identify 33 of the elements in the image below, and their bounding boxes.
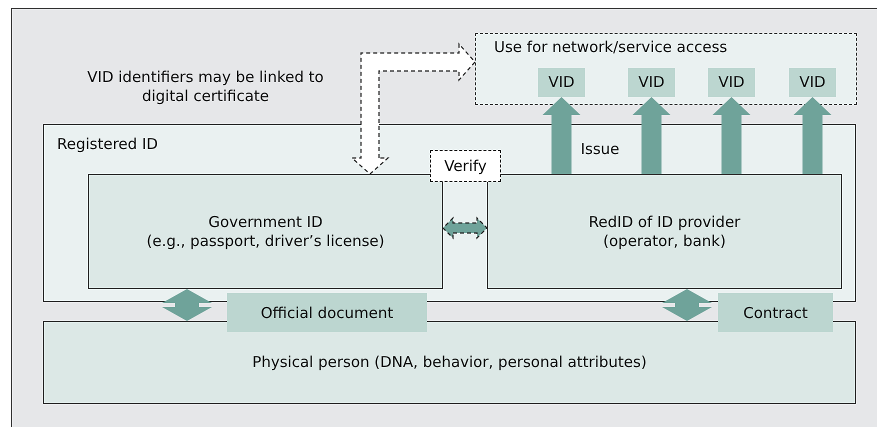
node-text: (operator, bank) xyxy=(603,232,726,250)
node-text: Government ID xyxy=(208,212,323,232)
note-text: Issue xyxy=(580,140,620,159)
edge-label: Contract xyxy=(718,293,833,332)
block-arrow xyxy=(712,97,750,174)
node-text: (e.g., passport, driver’s license) xyxy=(146,232,384,250)
block-arrow xyxy=(632,97,670,174)
process-box xyxy=(487,174,842,289)
access-zone xyxy=(475,33,857,105)
node-text: Registered ID xyxy=(57,135,158,154)
block-arrow xyxy=(350,42,476,175)
node-text: RedID of ID provider xyxy=(588,212,740,232)
node-text: VID xyxy=(548,73,575,92)
node-text: Use for network/service access xyxy=(494,38,728,57)
id-chip xyxy=(538,68,585,97)
edge-label: Official document xyxy=(227,293,427,332)
edge-label: Verify xyxy=(430,150,501,182)
registered-id-panel xyxy=(43,124,856,302)
node-text: VID xyxy=(638,73,665,92)
block-arrow xyxy=(794,97,832,174)
block-arrow xyxy=(542,97,580,174)
process-box xyxy=(88,174,443,289)
block-arrow xyxy=(442,216,488,240)
id-chip xyxy=(628,68,675,97)
id-chip xyxy=(708,68,755,97)
block-arrow xyxy=(662,289,712,321)
id-chip xyxy=(789,68,836,97)
block-arrow xyxy=(162,289,212,321)
node-text: VID xyxy=(718,73,745,92)
person-box xyxy=(43,321,856,404)
note-text: VID identifiers may be linked to digital certificate xyxy=(86,68,325,106)
node-text: Physical person (DNA, behavior, personal attributes) xyxy=(252,353,647,372)
node-text: VID xyxy=(799,73,826,92)
